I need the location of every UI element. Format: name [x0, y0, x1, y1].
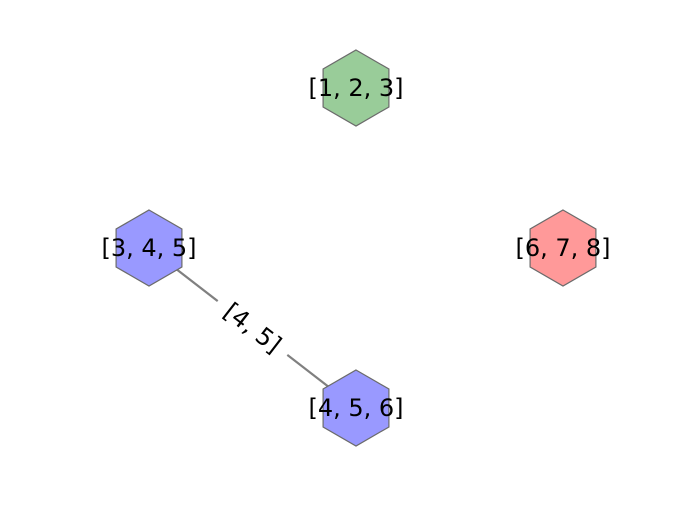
edge-label-background — [206, 286, 299, 370]
edge-label-group: [4, 5] — [206, 286, 299, 370]
hexagon-node — [529, 209, 597, 287]
node-label: [4, 5, 6] — [308, 394, 403, 422]
node-label: [6, 7, 8] — [515, 234, 610, 262]
hexagon-node — [322, 369, 390, 447]
node-label: [1, 2, 3] — [308, 74, 403, 102]
node-label: [3, 4, 5] — [101, 234, 196, 262]
hexagon-node — [322, 49, 390, 127]
nodes-layer — [115, 49, 597, 447]
edge-labels-layer: [4, 5] — [206, 286, 299, 370]
hexagon-node — [115, 209, 183, 287]
node-labels-layer: [1, 2, 3] [3, 4, 5] [6, 7, 8] [4, 5, 6] — [101, 74, 610, 422]
